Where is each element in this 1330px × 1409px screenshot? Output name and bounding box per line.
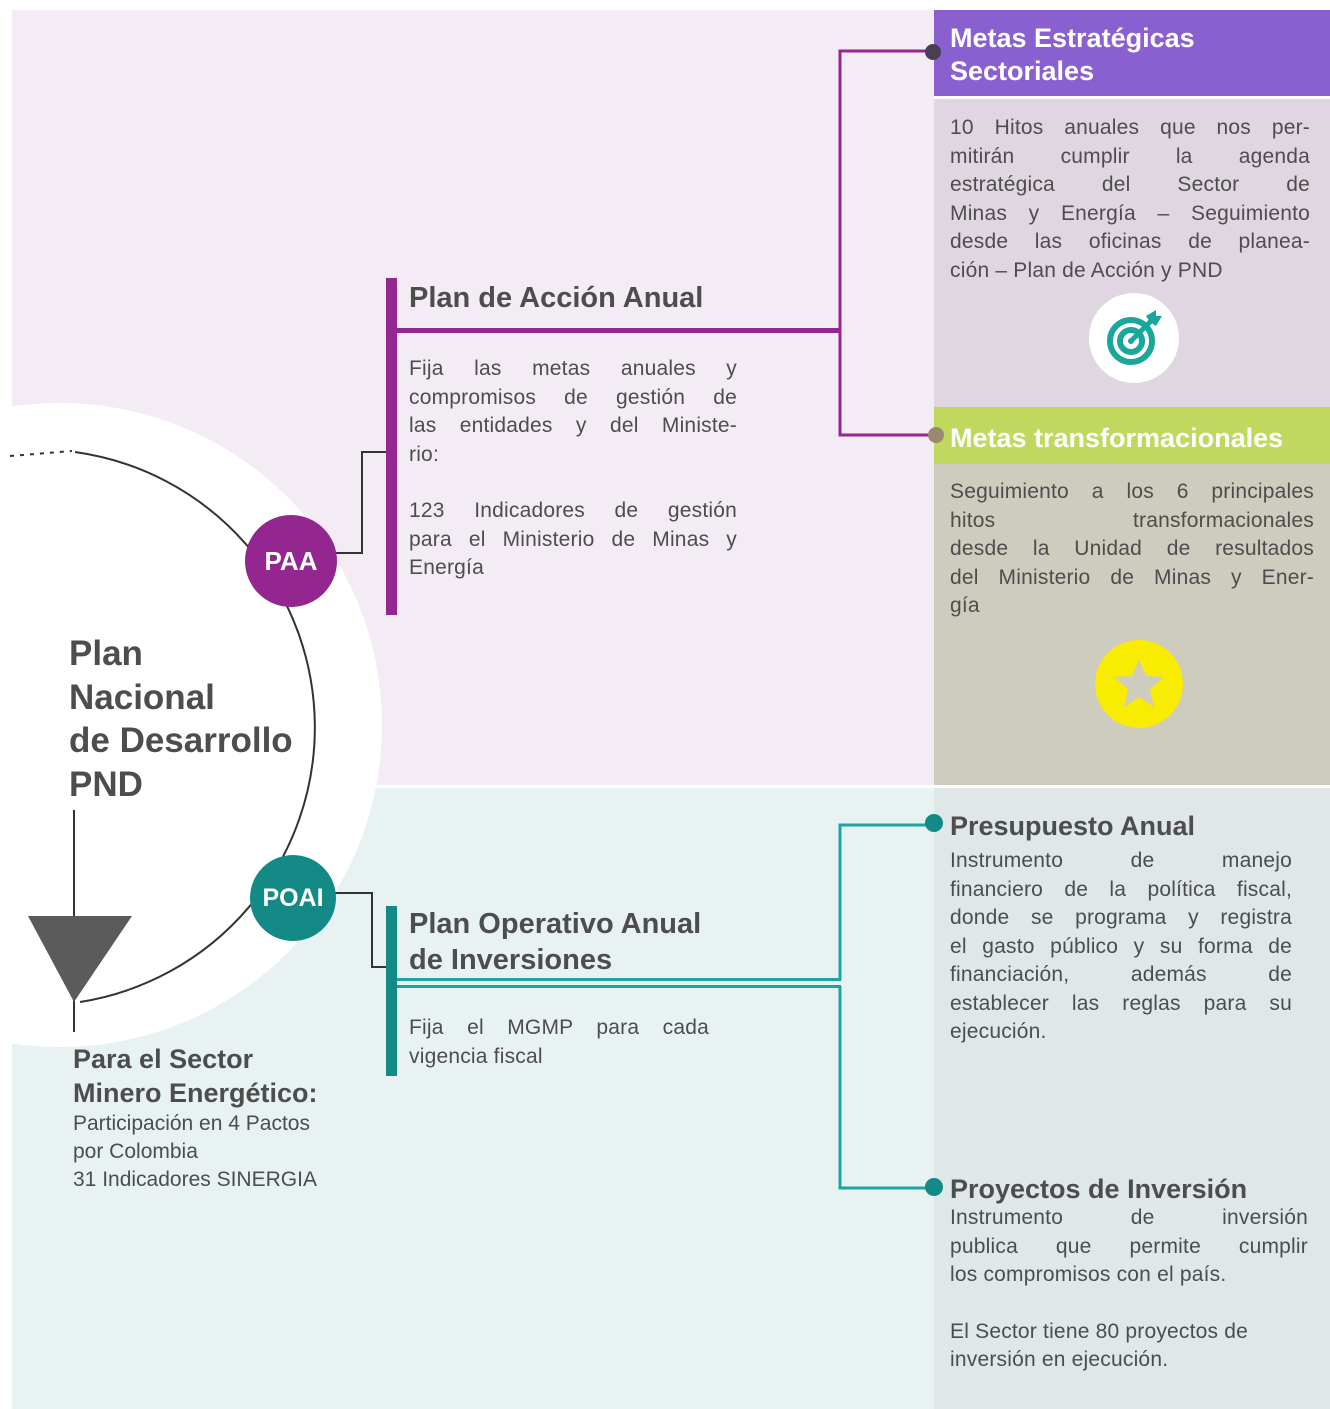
bracket-to-metas-transformacionales (838, 331, 930, 437)
central-title-line: de Desarrollo (69, 721, 293, 760)
central-title-line: PND (69, 764, 143, 804)
presupuesto-desc-line: Instrumento de manejo (950, 849, 1292, 872)
metas-estrategicas-desc-line: estratégica del Sector de (950, 173, 1310, 196)
metas-estrategicas-desc-line: ción – Plan de Acción y PND (950, 258, 1223, 282)
proyectos-desc-line: los compromisos con el país. (950, 1263, 1227, 1286)
sector-title-line: Minero Energético: (73, 1078, 318, 1108)
metas-estrategicas-desc-line: desde las oficinas de planea- (950, 230, 1310, 253)
proyectos-dot (925, 1178, 943, 1196)
sector-title: Para el Sector Minero Energético: (73, 1042, 318, 1110)
poai-title: Plan Operativo Anual de Inversiones (409, 906, 701, 978)
poai-title-line: de Inversiones (409, 944, 613, 976)
poai-bar (386, 906, 397, 1076)
metas-transformacionales-dot (928, 427, 944, 443)
metas-estrategicas-description: 10 Hitos anuales que nos per- mitirán cu… (950, 114, 1310, 285)
proyectos-desc-line: El Sector tiene 80 proyectos de (950, 1319, 1249, 1343)
presupuesto-dot (925, 814, 943, 832)
poai-horizontal-line-top (397, 978, 841, 981)
presupuesto-desc-line: el gasto público y su forma de (950, 934, 1292, 958)
central-circle-arc (74, 451, 316, 1003)
paa-node-connector (336, 451, 391, 554)
paa-description: Fija las metas anuales y compromisos de … (409, 355, 737, 583)
paa-desc-line: rio: (409, 442, 439, 466)
metas-transformacionales-description: Seguimiento a los 6 principales hitos tr… (950, 478, 1314, 621)
sector-title-line: Para el Sector (73, 1044, 254, 1074)
bracket-to-metas-estrategicas (838, 49, 930, 331)
paa-desc-line: para el Ministerio de Minas y (409, 527, 737, 551)
presupuesto-description: Instrumento de manejo financiero de la p… (950, 847, 1292, 1047)
poai-node: POAI (250, 855, 336, 941)
paa-desc-line: Energía (409, 556, 484, 579)
paa-desc-line: compromisos de gestión de (409, 385, 737, 409)
paa-desc-line: Fija las metas anuales y (409, 357, 737, 380)
metas-transformacionales-desc-line: Seguimiento a los 6 principales (950, 480, 1314, 503)
sector-details: Participación en 4 Pactos por Colombia 3… (73, 1110, 318, 1194)
metas-estrategicas-desc-line: 10 Hitos anuales que nos per- (950, 116, 1310, 139)
poai-desc-line: vigencia fiscal (409, 1044, 543, 1068)
paa-desc-line: 123 Indicadores de gestión (409, 499, 737, 522)
metas-estrategicas-title: Metas Estratégicas Sectoriales (950, 22, 1195, 88)
metas-transformacionales-desc-line: desde la Unidad de resultados (950, 537, 1314, 560)
metas-transformacionales-desc-line: hitos transformacionales (950, 508, 1314, 532)
poai-desc-line: Fija el MGMP para cada (409, 1016, 709, 1039)
metas-transformacionales-desc-line: gía (950, 594, 980, 617)
metas-estrategicas-header (934, 10, 1330, 96)
central-title-line: Plan (69, 634, 143, 673)
paa-title: Plan de Acción Anual (409, 282, 704, 314)
proyectos-desc-line: publica que permite cumplir (950, 1234, 1308, 1258)
sector-detail-line: por Colombia (73, 1140, 198, 1163)
metas-estrategicas-desc-line: Minas y Energía – Seguimiento (950, 201, 1310, 225)
paa-bar (386, 278, 397, 615)
sector-detail-line: 31 Indicadores SINERGIA (73, 1168, 317, 1191)
poai-node-label: POAI (262, 883, 324, 912)
bracket-to-presupuesto (838, 823, 930, 980)
target-icon-glyph (1107, 310, 1162, 365)
central-title-line: Nacional (69, 677, 215, 717)
poai-title-line: Plan Operativo Anual (409, 908, 702, 940)
central-title: Plan Nacional de Desarrollo PND (69, 632, 293, 806)
proyectos-desc-line: Instrumento de inversión (950, 1206, 1308, 1229)
sector-block: Para el Sector Minero Energético: Partic… (73, 1042, 318, 1194)
star-icon (1095, 640, 1183, 728)
presupuesto-desc-line: donde se programa y registra (950, 906, 1292, 929)
sector-detail-line: Participación en 4 Pactos (73, 1112, 310, 1135)
header-divider (934, 96, 1330, 99)
paa-desc-line: las entidades y del Ministe- (409, 414, 737, 437)
star-icon-glyph (1114, 660, 1164, 707)
paa-node-label: PAA (264, 545, 318, 576)
proyectos-title: Proyectos de Inversión (950, 1174, 1248, 1204)
proyectos-desc-line: inversión en ejecución. (950, 1348, 1169, 1371)
metas-estrategicas-desc-line: mitirán cumplir la agenda (950, 144, 1310, 168)
proyectos-description: Instrumento de inversión publica que per… (950, 1204, 1308, 1375)
target-icon (1089, 293, 1179, 383)
central-circle-dashed (9, 450, 73, 457)
presupuesto-card (934, 788, 1330, 1409)
metas-transformacionales-title: Metas transformacionales (950, 423, 1284, 453)
poai-horizontal-line-bottom (397, 985, 841, 988)
bracket-to-proyectos (838, 986, 930, 1190)
presupuesto-title: Presupuesto Anual (950, 811, 1196, 841)
metas-estrategicas-dot (925, 44, 941, 60)
metas-transformacionales-desc-line: del Ministerio de Minas y Ener- (950, 565, 1314, 589)
poai-node-connector (334, 892, 389, 968)
presupuesto-desc-line: financiación, además de (950, 963, 1292, 986)
paa-horizontal-line (396, 328, 840, 333)
presupuesto-desc-line: ejecución. (950, 1020, 1047, 1043)
metas-transformacionales-header (934, 407, 1330, 464)
down-arrow-icon (28, 916, 132, 1002)
metas-estrategicas-title-line: Sectoriales (950, 56, 1095, 86)
presupuesto-desc-line: establecer las reglas para su (950, 991, 1292, 1015)
presupuesto-desc-line: financiero de la política fiscal, (950, 877, 1292, 901)
metas-estrategicas-title-line: Metas Estratégicas (950, 23, 1195, 53)
poai-description: Fija el MGMP para cada vigencia fiscal (409, 1014, 709, 1071)
paa-node: PAA (245, 515, 337, 607)
